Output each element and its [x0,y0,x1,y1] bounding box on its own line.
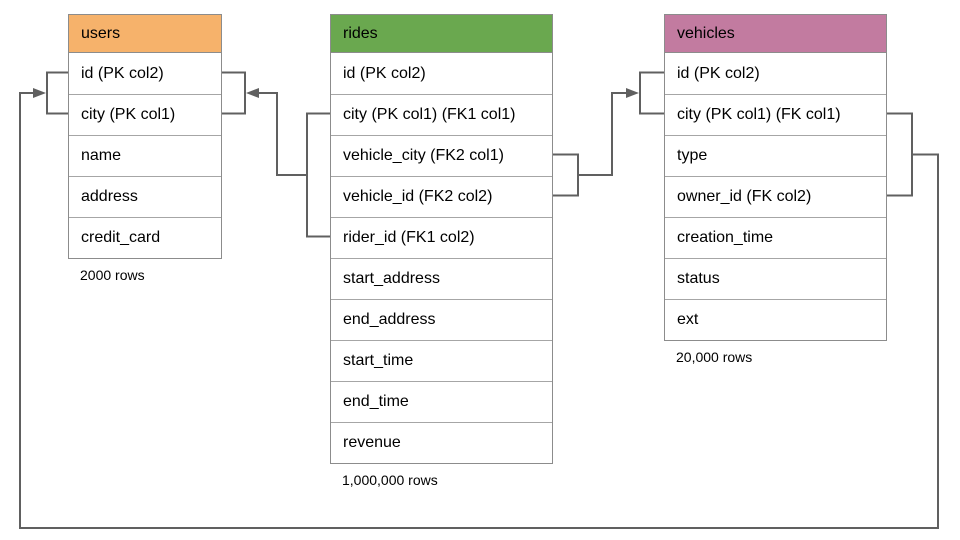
table-users-row-count: 2000 rows [80,267,145,283]
table-rides-column-2: city (PK col1) (FK1 col1) [331,94,552,135]
table-rides-column-5: rider_id (FK1 col2) [331,217,552,258]
arrowhead-rides-fk1-to-users [246,88,259,98]
connector-rides-fk1-to-users [222,71,330,238]
connector-rides-fk2-to-vehicles [553,71,664,197]
table-rides-row-count: 1,000,000 rows [342,472,438,488]
table-vehicles-column-5: creation_time [665,217,886,258]
table-rides-column-3: vehicle_city (FK2 col1) [331,135,552,176]
table-vehicles-row-count: 20,000 rows [676,349,753,365]
table-rides-column-4: vehicle_id (FK2 col2) [331,176,552,217]
table-rides-column-10: revenue [331,422,552,463]
table-vehicles-column-7: ext [665,299,886,340]
table-users-header: users [69,15,221,53]
table-rides-column-6: start_address [331,258,552,299]
connector-vehicles-fk-to-users [19,71,939,529]
table-vehicles-header: vehicles [665,15,886,53]
table-vehicles-column-4: owner_id (FK col2) [665,176,886,217]
table-rides-column-1: id (PK col2) [331,53,552,94]
arrowhead-rides-fk2-to-vehicles [626,88,639,98]
table-users-column-2: city (PK col1) [69,94,221,135]
table-users-column-5: credit_card [69,217,221,258]
table-rides-column-8: start_time [331,340,552,381]
table-users-column-4: address [69,176,221,217]
table-vehicles-column-2: city (PK col1) (FK col1) [665,94,886,135]
table-vehicles-column-3: type [665,135,886,176]
table-rides-column-9: end_time [331,381,552,422]
table-vehicles-column-1: id (PK col2) [665,53,886,94]
table-users-column-1: id (PK col2) [69,53,221,94]
table-rides-column-7: end_address [331,299,552,340]
table-vehicles-column-6: status [665,258,886,299]
arrowhead-vehicles-fk-to-users [33,88,46,98]
table-users-column-3: name [69,135,221,176]
table-rides-header: rides [331,15,552,53]
